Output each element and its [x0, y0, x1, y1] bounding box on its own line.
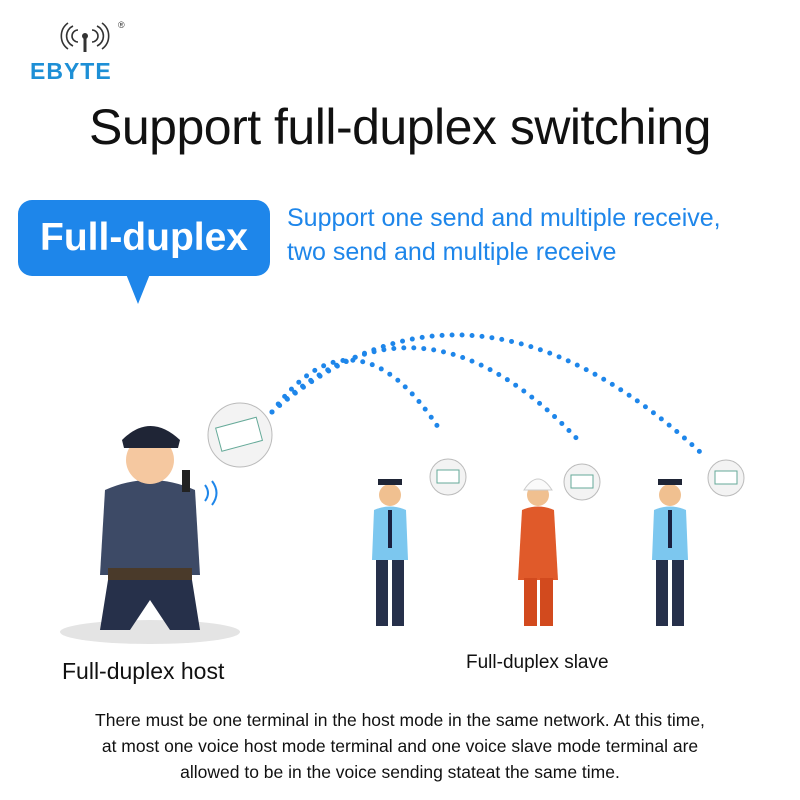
slave-module-bubbles	[429, 458, 745, 501]
slave-label: Full-duplex slave	[466, 652, 609, 673]
footnote-line-2: at most one voice host mode terminal and…	[101, 736, 699, 756]
page-title: Support full-duplex switching	[89, 99, 711, 155]
description-line-1: Support one send and multiple receive,	[287, 204, 721, 232]
footnote: There must be one terminal in the host m…	[0, 707, 800, 785]
full-duplex-badge: Full-duplex	[18, 200, 270, 276]
illustration	[60, 332, 745, 644]
module-bubble-icon	[207, 402, 273, 468]
badge-tail	[126, 274, 150, 304]
host-officer-figure	[60, 426, 240, 644]
footnote-line-3: allowed to be in the voice sending state…	[180, 762, 620, 782]
slave-worker-figure	[518, 478, 558, 626]
signal-arc-1	[269, 357, 443, 433]
description-line-2: two send and multiple receive	[287, 238, 617, 266]
slave-guard-figure-1	[372, 479, 408, 626]
logo-antenna-icon: ®	[60, 20, 125, 52]
footnote-line-1: There must be one terminal in the host m…	[95, 710, 705, 730]
signal-arc-3	[269, 332, 703, 455]
registered-mark: ®	[118, 20, 125, 30]
brand-name: EBYTE	[30, 58, 112, 84]
slave-guard-figure-2	[652, 479, 688, 626]
signal-arc-2	[269, 345, 583, 445]
host-label: Full-duplex host	[62, 658, 225, 684]
